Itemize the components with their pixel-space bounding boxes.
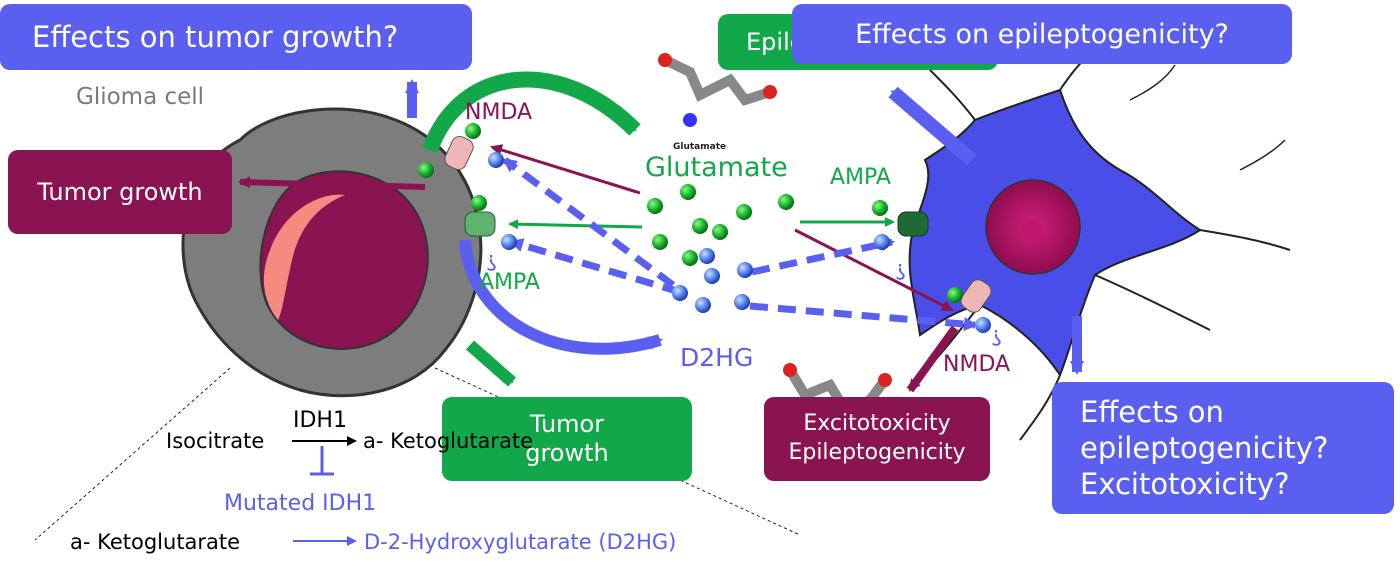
glutamate-label: Glutamate (645, 152, 788, 183)
curved-arrow-blue-d2hg (459, 239, 663, 355)
arrow-to-tumor-growth-left (238, 176, 426, 190)
tumor-effects-box: Effects on tumor growth? (0, 4, 472, 70)
arrow-glu-to-nmda-tumor (490, 144, 641, 195)
dashed-d2hg-to-ampa-tumor (509, 238, 681, 296)
nmda-neuron-label: NMDA (943, 352, 1011, 377)
d2hg-dots (488, 152, 991, 333)
ampa-neuron-label: AMPA (830, 165, 891, 190)
glioma-cell-label: Glioma cell (76, 84, 205, 110)
tumor-growth-box-left: Tumor growth (8, 150, 232, 234)
excitotoxicity-box: Excitotoxicity Epileptogenicity (764, 397, 990, 481)
arrow-glu-to-ampa-tumor (508, 219, 643, 230)
question-mark-tumor: ? (486, 250, 498, 274)
ampa-tumor-label: AMPA (479, 270, 540, 295)
curved-arrow-green-top (422, 71, 641, 153)
a-ketoglutarate-label-1: a- Ketoglutarate (363, 429, 534, 453)
mutated-idh1-label: Mutated IDH1 (224, 491, 377, 516)
tumor-growth-box-bottom: Tumor growth (442, 397, 692, 481)
question-mark-neuron-nmda: ? (991, 325, 1003, 349)
nmda-receptor-tumor (444, 135, 474, 171)
arrow-glu-to-nmda-neuron (794, 228, 954, 312)
isocitrate-label: Isocitrate (166, 429, 265, 453)
ampa-receptor-neuron (897, 211, 929, 237)
inhibition-bar (310, 446, 334, 476)
arrow-neuron-to-excitotoxicity (906, 325, 959, 393)
glutamate-dots (418, 123, 963, 303)
dashed-d2hg-to-nmda-neuron (749, 302, 978, 332)
nmda-tumor-label: NMDA (465, 100, 533, 125)
d2hg-label: D2HG (680, 343, 754, 372)
excitotoxicity-line1: Excitotoxicity (803, 411, 951, 437)
glutamate-molecule (658, 53, 777, 127)
zoom-line-left (34, 367, 231, 541)
arrow-neuron-to-epi-top (888, 86, 977, 166)
dashed-d2hg-to-ampa-neuron (751, 237, 895, 276)
epi-effects-line1: Effects on (1080, 394, 1224, 429)
idh1-label: IDH1 (293, 408, 347, 433)
question-mark-neuron-ampa: ? (895, 259, 907, 283)
dashed-d2hg-to-nmda-tumor (502, 157, 676, 288)
nmda-receptor-neuron (960, 279, 992, 313)
excitotoxicity-line2: Epileptogenicity (788, 440, 966, 465)
a-ketoglutarate-label-2: a- Ketoglutarate (70, 530, 241, 554)
arrow-to-tumor-growth-bottom (466, 340, 516, 387)
d2hg-full-label: D-2-Hydroxyglutarate (D2HG) (364, 530, 677, 554)
epi-effects-line2: epileptogenicity? (1080, 430, 1329, 465)
epi-effects-box-bottom: Effects on epileptogenicity? Excitotoxic… (1052, 382, 1394, 514)
epi-effects-line3: Excitotoxicity? (1080, 467, 1290, 502)
glutamate-small-label: Glutamate (673, 142, 727, 152)
neuron-cell (908, 29, 1291, 441)
ampa-receptor-tumor (464, 211, 496, 237)
epi-effects-box-top: Effects on epileptogenicity? (792, 4, 1292, 64)
